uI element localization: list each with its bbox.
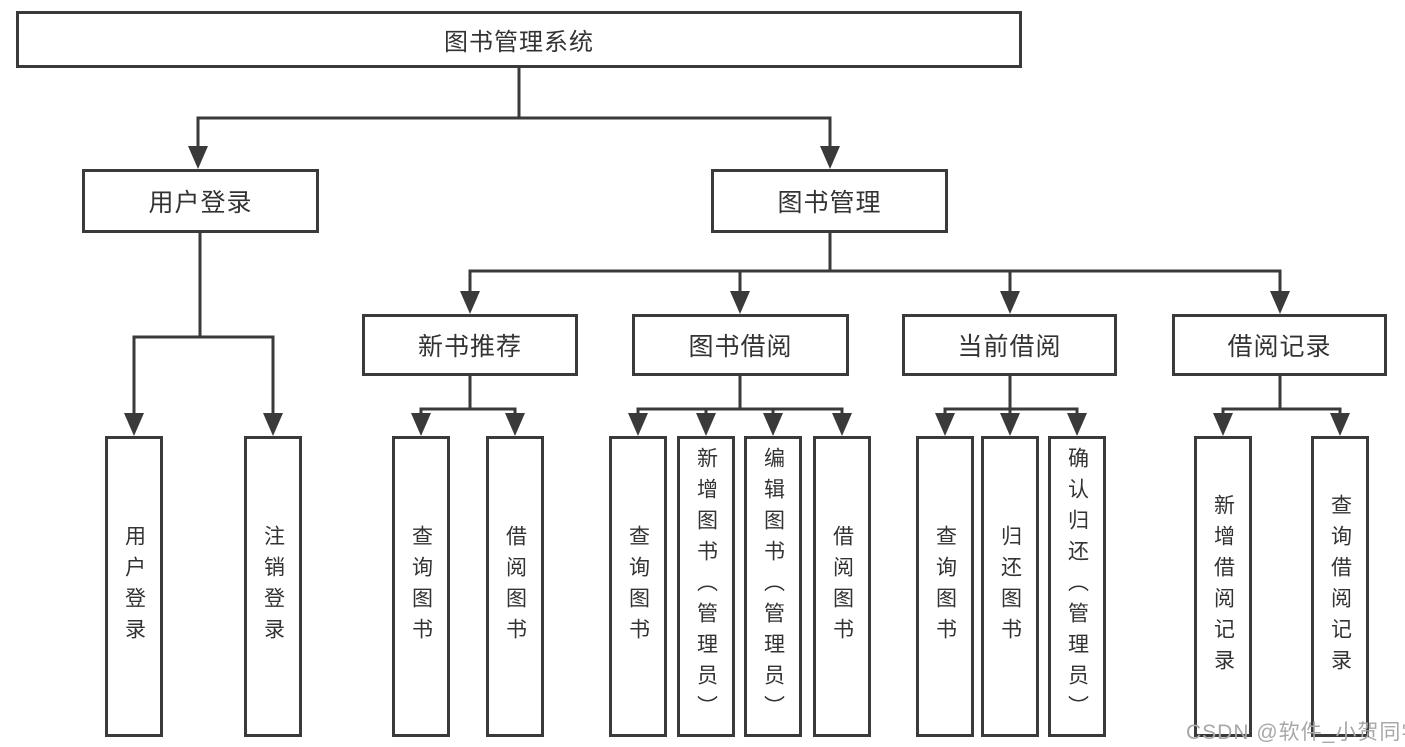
node-user-login: 用户登录 <box>82 169 319 233</box>
arrowhead <box>188 146 208 169</box>
edge-root-to-level2 <box>188 67 840 169</box>
node-leaf-borrow-books-borrowing: 借阅图书 <box>813 436 871 737</box>
edge-current-borrowing-to-children <box>935 375 1087 436</box>
arrowhead <box>820 146 840 169</box>
arrowhead <box>1330 413 1350 436</box>
node-borrowing-records: 借阅记录 <box>1172 314 1387 376</box>
node-leaf-add-borrow-record: 新增借阅记录 <box>1194 436 1252 737</box>
edge-borrowing-records-to-children <box>1213 375 1350 436</box>
arrowhead <box>1000 413 1020 436</box>
node-leaf-user-login: 用户登录 <box>105 436 163 737</box>
watermark: CSDN @软件_小贺同学 <box>1186 721 1405 744</box>
arrowhead <box>460 291 480 314</box>
node-leaf-edit-books-admin: 编辑图书（管理员） <box>744 436 802 737</box>
node-leaf-query-books-recommend: 查询图书 <box>392 436 450 737</box>
arrowhead <box>263 413 283 436</box>
arrowhead <box>124 413 144 436</box>
node-book-borrowing: 图书借阅 <box>632 314 849 376</box>
arrowhead <box>730 291 750 314</box>
node-leaf-query-borrow-record: 查询借阅记录 <box>1311 436 1369 737</box>
edge-user-login-to-children <box>124 232 283 436</box>
node-leaf-borrow-books-recommend: 借阅图书 <box>486 436 544 737</box>
node-leaf-logout: 注销登录 <box>244 436 302 737</box>
edge-new-book-recommend-to-children <box>411 375 525 436</box>
node-new-book-recommend: 新书推荐 <box>362 314 578 376</box>
edge-book-borrowing-to-children <box>628 375 852 436</box>
arrowhead <box>411 413 431 436</box>
arrowhead <box>696 413 716 436</box>
arrowhead <box>763 413 783 436</box>
arrowhead <box>1213 413 1233 436</box>
edge-book-management-to-level3 <box>460 232 1290 314</box>
arrowhead <box>1270 291 1290 314</box>
node-book-management: 图书管理 <box>711 169 948 233</box>
node-leaf-query-books-borrowing: 查询图书 <box>609 436 667 737</box>
arrowhead <box>505 413 525 436</box>
arrowhead <box>832 413 852 436</box>
node-current-borrowing: 当前借阅 <box>902 314 1117 376</box>
arrowhead <box>1067 413 1087 436</box>
arrowhead <box>935 413 955 436</box>
node-leaf-query-books-current: 查询图书 <box>916 436 974 737</box>
node-leaf-confirm-return-admin: 确认归还（管理员） <box>1048 436 1106 737</box>
arrowhead <box>1000 291 1020 314</box>
node-leaf-add-books-admin: 新增图书（管理员） <box>677 436 735 737</box>
arrowhead <box>628 413 648 436</box>
node-root: 图书管理系统 <box>16 11 1022 68</box>
node-leaf-return-books: 归还图书 <box>981 436 1039 737</box>
